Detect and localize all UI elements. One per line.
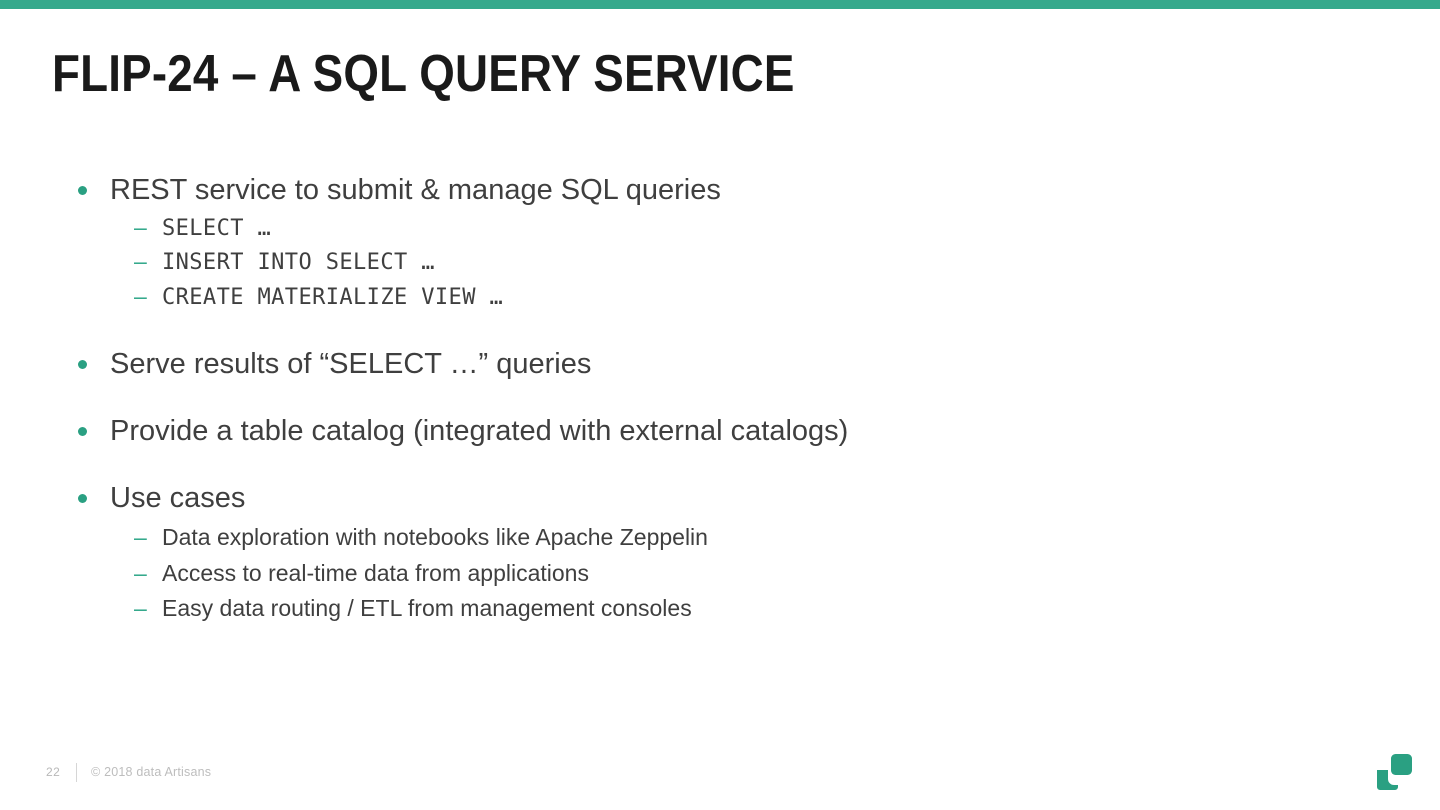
dash-icon: –	[134, 214, 147, 241]
bullet-dot-icon	[78, 176, 110, 203]
spacer	[78, 385, 1378, 413]
footer-divider	[76, 762, 77, 782]
sub-bullet-label: Access to real-time data from applicatio…	[162, 559, 589, 586]
spacer	[78, 312, 1378, 346]
content-block: Provide a table catalog (integrated with…	[78, 413, 1378, 450]
bullet-label: Serve results of “SELECT …” queries	[110, 347, 592, 380]
sub-bullet-label: Data exploration with notebooks like Apa…	[162, 524, 708, 551]
content-block: Use cases – Data exploration with notebo…	[78, 480, 1378, 624]
sub-bullet-label: CREATE MATERIALIZE VIEW …	[162, 284, 504, 310]
bullet-label: REST service to submit & manage SQL quer…	[110, 174, 721, 206]
dash-icon: –	[134, 248, 147, 275]
slide-body: REST service to submit & manage SQL quer…	[78, 172, 1378, 624]
bullet-dot-icon	[78, 350, 110, 377]
sub-bullet-label: INSERT INTO SELECT …	[162, 250, 435, 276]
dash-icon: –	[134, 595, 147, 622]
bullet-item: Serve results of “SELECT …” queries	[78, 346, 1378, 383]
copyright-text: © 2018 data Artisans	[91, 765, 212, 779]
bullet-item: REST service to submit & manage SQL quer…	[78, 172, 1378, 209]
sub-bullet-item: – Data exploration with notebooks like A…	[134, 522, 1378, 553]
sub-bullet-label: Easy data routing / ETL from management …	[162, 595, 692, 622]
bullet-dot-icon	[78, 484, 110, 511]
page-number: 22	[46, 765, 61, 779]
data-artisans-logo-icon	[1372, 750, 1416, 792]
content-block: Serve results of “SELECT …” queries	[78, 346, 1378, 383]
sub-bullet-item: – SELECT …	[134, 214, 1378, 243]
bullet-label: Provide a table catalog (integrated with…	[110, 414, 849, 447]
bullet-dot-icon	[78, 417, 110, 444]
bullet-item: Use cases	[78, 480, 1378, 517]
sub-bullet-item: – CREATE MATERIALIZE VIEW …	[134, 283, 1378, 312]
page-title: FLIP-24 – A SQL QUERY SERVICE	[52, 45, 795, 103]
sub-bullet-item: – INSERT INTO SELECT …	[134, 248, 1378, 277]
dash-icon: –	[134, 559, 147, 586]
top-accent-bar	[0, 0, 1440, 9]
bullet-label: Use cases	[110, 482, 246, 515]
slide-footer: 22 © 2018 data Artisans	[46, 762, 211, 782]
content-block: REST service to submit & manage SQL quer…	[78, 172, 1378, 312]
dash-icon: –	[134, 524, 147, 551]
dash-icon: –	[134, 282, 147, 309]
sub-bullet-label: SELECT …	[162, 216, 272, 242]
spacer	[78, 452, 1378, 480]
sub-bullet-item: – Easy data routing / ETL from managemen…	[134, 593, 1378, 624]
bullet-item: Provide a table catalog (integrated with…	[78, 413, 1378, 450]
sub-bullet-item: – Access to real-time data from applicat…	[134, 558, 1378, 589]
